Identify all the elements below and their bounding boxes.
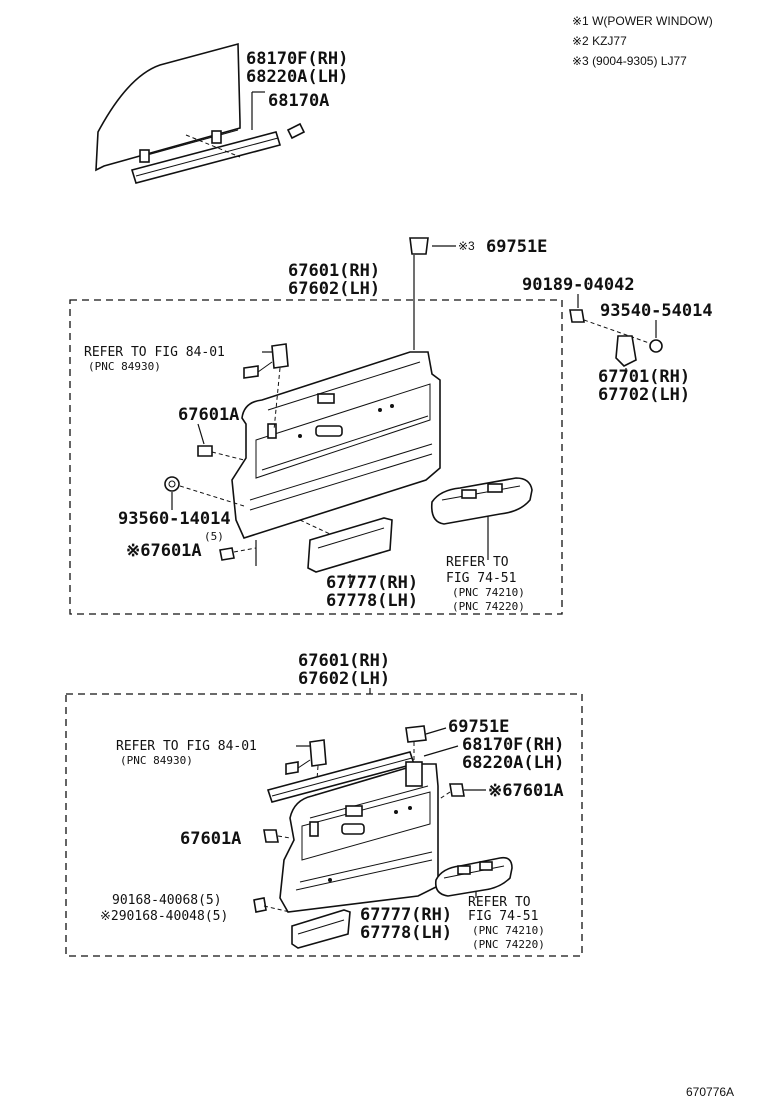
label-refer-84-01: REFER TO FIG 84-01 — [84, 345, 225, 360]
label-bot-knob-69751e: 69751E — [448, 717, 509, 737]
bottom-section: 67601(RH) 67602(LH) REFER TO FIG 84-01 (… — [65, 651, 583, 957]
belt-clip-b — [211, 130, 222, 144]
belt-clip-a — [139, 149, 150, 163]
label-refer2-b: FIG 74-51 — [446, 571, 516, 586]
lock-knob-icon — [409, 237, 429, 255]
label-bot-refer2-b: FIG 74-51 — [468, 909, 538, 924]
label-handle-rh: 67701(RH) — [598, 367, 690, 387]
label-knob-69751e: 69751E — [486, 237, 547, 257]
label-bot-panel-lh: 67602(LH) — [298, 669, 390, 689]
label-bot-glass-run-lh: 68220A(LH) — [462, 753, 564, 773]
label-bot-pocket-lh: 67778(LH) — [360, 923, 452, 943]
knob-mark: ※3 — [458, 239, 475, 253]
bot-screw-icon — [253, 897, 267, 913]
label-pnc-74210: (PNC 74210) — [452, 586, 525, 599]
label-bot-clip-right: ※67601A — [488, 781, 564, 801]
trim-switch-slot — [267, 423, 277, 439]
label-bot-pocket-rh: 67777(RH) — [360, 905, 452, 925]
panel-clip-icon — [197, 445, 213, 457]
middle-section: ※3 69751E 67601(RH) 67602(LH) REFER TO F… — [69, 237, 713, 615]
label-panel-lh: 67602(LH) — [288, 279, 380, 299]
note-3: ※3 (9004-9305) LJ77 — [572, 54, 687, 68]
label-bot-refer2-a: REFER TO — [468, 895, 531, 910]
washer-93560-icon — [164, 476, 180, 492]
label-bot-screw-2: ※290168-40048(5) — [100, 909, 228, 924]
label-bot-pnc-74210: (PNC 74210) — [472, 924, 545, 937]
middle-dashed-frame — [69, 299, 563, 615]
label-clip-68170a: 68170A — [268, 91, 329, 111]
label-glass-run-rh: 68170F(RH) — [246, 49, 348, 69]
switch-assembly-icon — [271, 343, 289, 369]
bot-glass-run-bracket — [405, 761, 423, 787]
label-washer-93540: 93540-54014 — [600, 301, 713, 321]
label-bot-glass-run-rh: 68170F(RH) — [462, 735, 564, 755]
washer-93540-icon — [649, 339, 663, 353]
label-bot-screw-1: 90168-40068(5) — [112, 893, 222, 908]
door-glass-part — [95, 42, 241, 172]
handle-screw-icon — [569, 309, 585, 323]
door-pocket-part — [307, 517, 393, 573]
bot-lock-knob-icon — [405, 725, 427, 743]
bot-door-pocket-part — [291, 909, 351, 949]
label-refer2-a: REFER TO — [446, 555, 509, 570]
note-1: ※1 W(POWER WINDOW) — [572, 14, 713, 28]
label-bot-panel-rh: 67601(RH) — [298, 651, 390, 671]
bot-clip-left-icon — [263, 829, 279, 843]
label-screw-90189: 90189-04042 — [522, 275, 635, 295]
top-glass-run-group: 68170F(RH) 68220A(LH) 68170A — [95, 42, 348, 184]
bot-armrest-recess-a — [457, 865, 471, 875]
armrest-recess-b — [487, 483, 503, 493]
door-trim-panel-part — [231, 351, 441, 539]
label-panel-rh: 67601(RH) — [288, 261, 380, 281]
label-pocket-lh: 67778(LH) — [326, 591, 418, 611]
bot-door-trim-panel-part — [279, 763, 439, 913]
inside-handle-icon — [615, 335, 637, 367]
clip-68170a-icon — [286, 122, 306, 140]
label-handle-lh: 67702(LH) — [598, 385, 690, 405]
screw-icon — [219, 547, 235, 561]
label-pnc-74220: (PNC 74220) — [452, 600, 525, 613]
trim-pull-recess — [315, 425, 343, 437]
armrest-recess-a — [461, 489, 477, 499]
label-bot-clip-left: 67601A — [180, 829, 241, 849]
label-nut-93560-14014: 93560-14014 — [118, 509, 231, 529]
label-pocket-rh: 67777(RH) — [326, 573, 418, 593]
label-clip-67601a: 67601A — [178, 405, 239, 425]
label-pnc-84930: (PNC 84930) — [88, 360, 161, 373]
label-qty-5: (5) — [204, 530, 224, 543]
trim-inner-handle-recess — [317, 393, 335, 404]
label-clip-67601a-star: ※67601A — [126, 541, 202, 561]
bottom-dashed-frame — [65, 693, 583, 957]
bot-trim-handle-recess — [345, 805, 363, 817]
bot-armrest-recess-b — [479, 861, 493, 871]
armrest-part — [430, 477, 533, 525]
bot-switch-assembly-icon — [309, 739, 327, 767]
label-glass-run-lh: 68220A(LH) — [246, 67, 348, 87]
bot-armrest-part — [434, 856, 513, 897]
bot-trim-pull-recess — [341, 823, 365, 835]
notes-legend: ※1 W(POWER WINDOW) ※2 KZJ77 ※3 (9004-930… — [572, 14, 713, 68]
bot-trim-switch-slot — [309, 821, 319, 837]
label-bot-refer-84-01: REFER TO FIG 84-01 — [116, 739, 257, 754]
figure-code: 670776A — [686, 1085, 734, 1099]
label-bot-pnc-74220: (PNC 74220) — [472, 938, 545, 951]
label-bot-pnc-84930: (PNC 84930) — [120, 754, 193, 767]
note-2: ※2 KZJ77 — [572, 34, 627, 48]
bot-clip-right-icon — [449, 783, 465, 797]
